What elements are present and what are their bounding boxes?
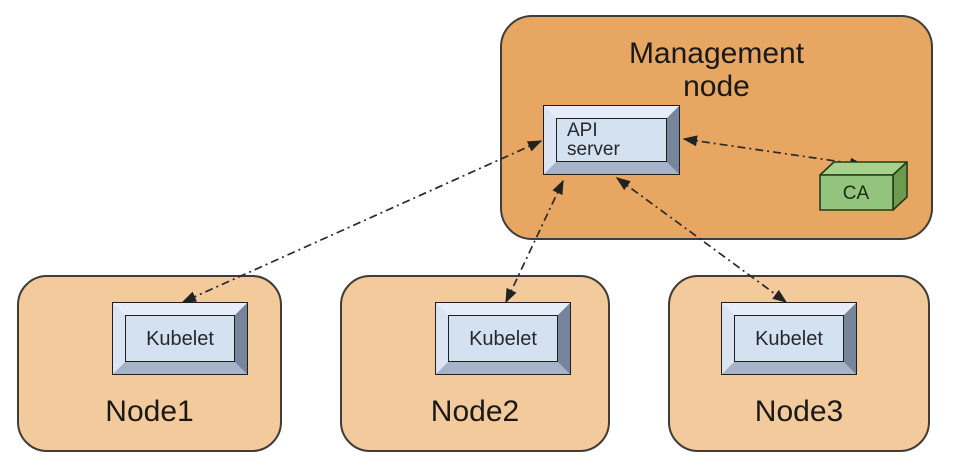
kubelet-box-bevel	[436, 303, 570, 374]
kubelet-box-face: Kubelet	[125, 315, 235, 362]
kubelet-box-node3: Kubelet	[721, 302, 857, 375]
kubelet-label: Kubelet	[469, 327, 537, 350]
kubelet-label: Kubelet	[755, 327, 823, 350]
kubelet-box-face: Kubelet	[448, 315, 558, 362]
api-server-box-bevel	[544, 106, 679, 174]
node-3: Kubelet Node3	[668, 275, 930, 452]
kubelet-label: Kubelet	[146, 327, 214, 350]
kubelet-box-node2: Kubelet	[435, 302, 571, 375]
node-1: Kubelet Node1	[17, 275, 282, 452]
node-3-title: Node3	[754, 395, 844, 428]
node-2-title: Node2	[430, 395, 520, 428]
api-server-box-face: API server	[556, 118, 667, 162]
kubelet-box-face: Kubelet	[734, 315, 844, 362]
kubelet-box-bevel	[722, 303, 856, 374]
management-node: Management node API server	[500, 15, 933, 240]
management-node-title: Management node	[628, 37, 805, 103]
api-server-label: API server	[567, 120, 620, 160]
node-2: Kubelet Node2	[340, 275, 610, 452]
kubelet-box-bevel	[113, 303, 247, 374]
node-1-title: Node1	[105, 395, 194, 428]
api-server-box: API server	[543, 105, 680, 175]
kubelet-box-node1: Kubelet	[112, 302, 248, 375]
